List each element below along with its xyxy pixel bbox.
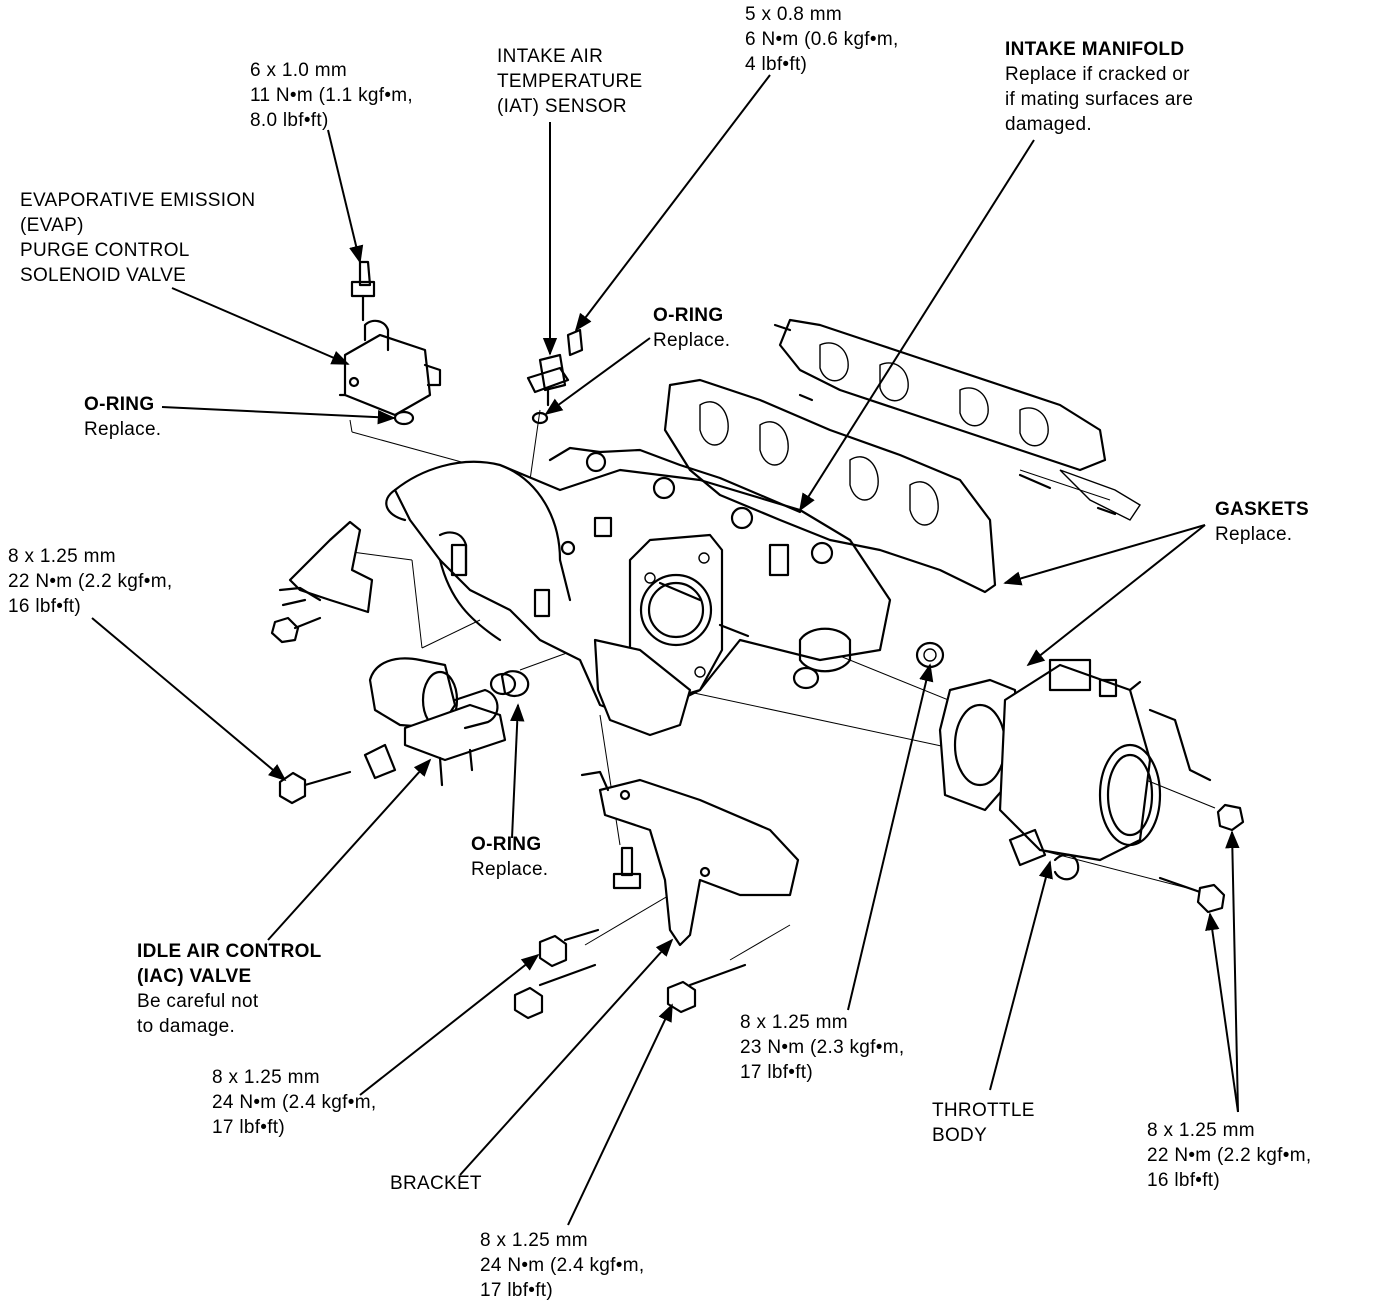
gaskets-label: GASKETS Replace.	[1215, 499, 1309, 545]
leader-lines	[91, 74, 1240, 1226]
throttle-nut-fastener-spec: 8 x 1.25 mm 23 N•m (2.3 kgf•m, 17 lbf•ft…	[740, 1012, 905, 1083]
iac-fastener-spec: 8 x 1.25 mm 24 N•m (2.4 kgf•m, 17 lbf•ft…	[212, 1067, 377, 1138]
upper-bracket-part	[270, 520, 374, 644]
o-ring-iat-label: O-RING Replace.	[653, 305, 731, 351]
iat-sensor-label: INTAKE AIR TEMPERATURE (IAT) SENSOR	[497, 46, 643, 117]
upper-bracket-fastener-spec: 8 x 1.25 mm 22 N•m (2.2 kgf•m, 16 lbf•ft…	[8, 546, 173, 617]
throttle-body-part	[938, 658, 1245, 914]
intake-manifold-label: INTAKE MANIFOLD Replace if cracked or if…	[1005, 39, 1194, 135]
o-ring-part	[915, 641, 945, 669]
evap-purge-valve-part	[338, 260, 442, 426]
evap-valve-label: EVAPORATIVE EMISSION (EVAP) PURGE CONTRO…	[20, 190, 256, 286]
throttle-body-label: THROTTLE BODY	[932, 1100, 1035, 1146]
lower-bracket-fastener-spec: 8 x 1.25 mm 24 N•m (2.4 kgf•m, 17 lbf•ft…	[480, 1230, 645, 1301]
gaskets-part	[663, 318, 1141, 594]
lower-bracket-part	[513, 770, 800, 1020]
o-ring-iac-label: O-RING Replace.	[471, 834, 549, 880]
throttle-bolt-fastener-spec: 8 x 1.25 mm 22 N•m (2.2 kgf•m, 16 lbf•ft…	[1147, 1120, 1312, 1191]
iat-sensor-part	[526, 328, 584, 425]
o-ring-evap-label: O-RING Replace.	[84, 394, 162, 440]
bracket-label: BRACKET	[390, 1173, 482, 1194]
iac-valve-label: IDLE AIR CONTROL (IAC) VALVE Be careful …	[137, 941, 322, 1037]
evap-fastener-spec: 6 x 1.0 mm 11 N•m (1.1 kgf•m, 8.0 lbf•ft…	[250, 60, 414, 131]
intake-manifold-part	[385, 446, 892, 737]
iac-valve-part	[278, 657, 530, 805]
iat-fastener-spec: 5 x 0.8 mm 6 N•m (0.6 kgf•m, 4 lbf•ft)	[745, 4, 899, 75]
